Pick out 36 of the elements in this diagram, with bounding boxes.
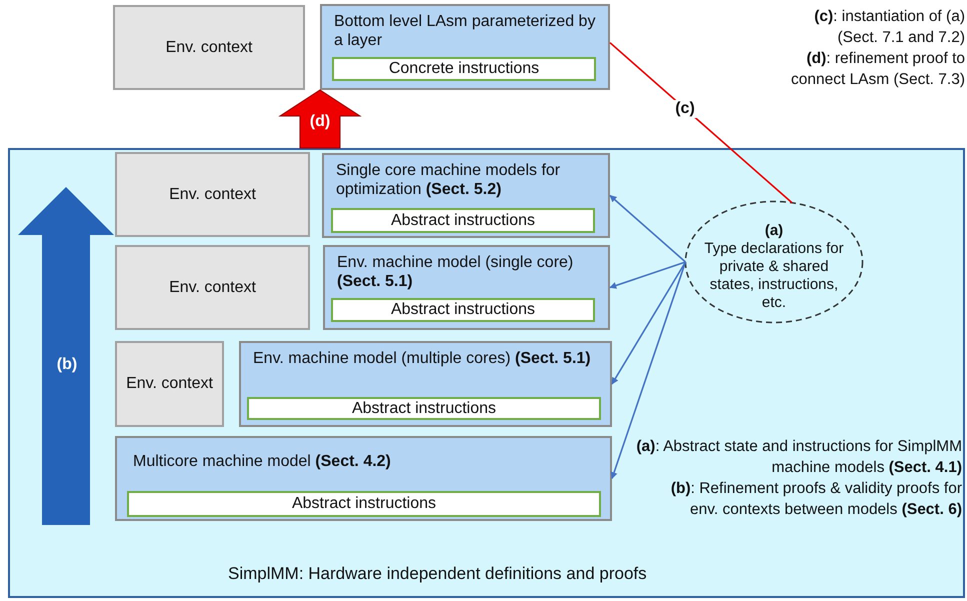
layer-title: Env. machine model (multiple cores) (Sect. 5.1) bbox=[253, 349, 592, 368]
layer-title: Multicore machine model (Sect. 4.2) bbox=[133, 452, 392, 471]
connector-line bbox=[609, 42, 793, 204]
arrow bbox=[609, 194, 686, 263]
container-panel bbox=[8, 148, 965, 598]
ellipse-text: Type declarations for private & shared states, instructions, etc. bbox=[703, 240, 845, 312]
instructions-box: Abstract instructions bbox=[331, 298, 595, 322]
block-arrow bbox=[278, 89, 362, 148]
context-box: Env. context bbox=[115, 245, 310, 330]
context-box: Env. context bbox=[113, 5, 305, 90]
layer-panel bbox=[320, 4, 610, 90]
note: (a): Abstract state and instructions for SimplMM machine models (Sect. 4.1) bbox=[635, 437, 962, 478]
layer-panel bbox=[115, 436, 612, 521]
note: (d): refinement proof to connect LAsm (Sect. 7.3) bbox=[790, 49, 965, 90]
instructions-box: Abstract instructions bbox=[247, 397, 601, 420]
container-title: SimplMM: Hardware independent definitions and proofs bbox=[228, 564, 648, 583]
context-box: Env. context bbox=[115, 341, 224, 427]
instructions-box: Abstract instructions bbox=[127, 491, 601, 517]
context-box: Env. context bbox=[115, 152, 310, 237]
arrow-label: (b) bbox=[56, 355, 78, 375]
layer-title: Env. machine model (single core) (Sect. 5.1) bbox=[337, 253, 574, 291]
ellipse-heading: (a) bbox=[764, 222, 784, 240]
instructions-box: Abstract instructions bbox=[331, 208, 595, 233]
instructions-box: Concrete instructions bbox=[332, 57, 596, 81]
arrow bbox=[610, 262, 686, 480]
layer-title: Single core machine models for optimization (Sect. 5.2) bbox=[336, 161, 562, 199]
note: (c): instantiation of (a) (Sect. 7.1 and 7.2) bbox=[813, 7, 965, 48]
arrow bbox=[611, 262, 686, 385]
layer-panel bbox=[323, 245, 610, 330]
layer-title: Bottom level LAsm parameterized by a layer bbox=[334, 12, 596, 50]
note: (b): Refinement proofs & validity proofs for env. contexts between models (Sect. 6) bbox=[670, 479, 962, 520]
arrow bbox=[609, 261, 686, 289]
edge-label: (d) bbox=[308, 112, 332, 131]
edge-label: (c) bbox=[673, 100, 697, 118]
layer-panel bbox=[239, 341, 612, 427]
layer-panel bbox=[322, 153, 610, 238]
